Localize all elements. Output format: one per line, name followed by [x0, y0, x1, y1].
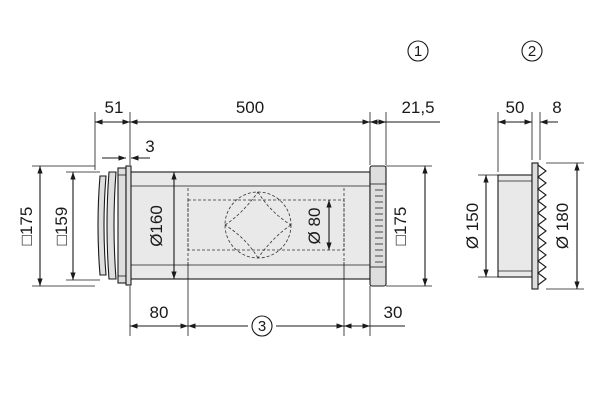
dim-80-bottom: 80 — [150, 303, 169, 322]
callout-3-circle — [251, 315, 273, 337]
dim-21-5: 21,5 — [401, 98, 434, 117]
dim-diameter-160: Ø160 — [147, 205, 166, 247]
callout-1: 1 — [414, 43, 422, 60]
callout-1-circle — [407, 40, 429, 62]
callout-2: 2 — [528, 43, 536, 60]
dim-30: 30 — [384, 303, 403, 322]
dim-square-175-right: □175 — [391, 207, 410, 246]
dim-8: 8 — [552, 98, 561, 117]
tube-body — [129, 171, 371, 280]
cover-view: 2 50 8 Ø 150 Ø 180 — [463, 40, 584, 290]
dim-diameter-150: Ø 150 — [463, 203, 482, 249]
dim-50: 50 — [506, 98, 525, 117]
inner-grille — [369, 165, 387, 287]
dim-3: 3 — [145, 137, 154, 156]
callout-3: 3 — [258, 318, 266, 335]
outer-grille — [97, 165, 132, 286]
dim-500: 500 — [236, 98, 264, 117]
dim-51: 51 — [105, 98, 124, 117]
side-view: 51 500 21,5 3 □175 □159 Ø160 Ø 80 □175 — [17, 98, 440, 337]
callout-2-circle — [521, 40, 543, 62]
dim-square-159: □159 — [52, 207, 71, 246]
dim-diameter-80: Ø 80 — [305, 208, 324, 245]
dim-square-175-left: □175 — [17, 207, 36, 246]
dim-diameter-180: Ø 180 — [553, 203, 572, 249]
inner-fan-module — [187, 188, 345, 262]
cover-body — [497, 174, 533, 278]
